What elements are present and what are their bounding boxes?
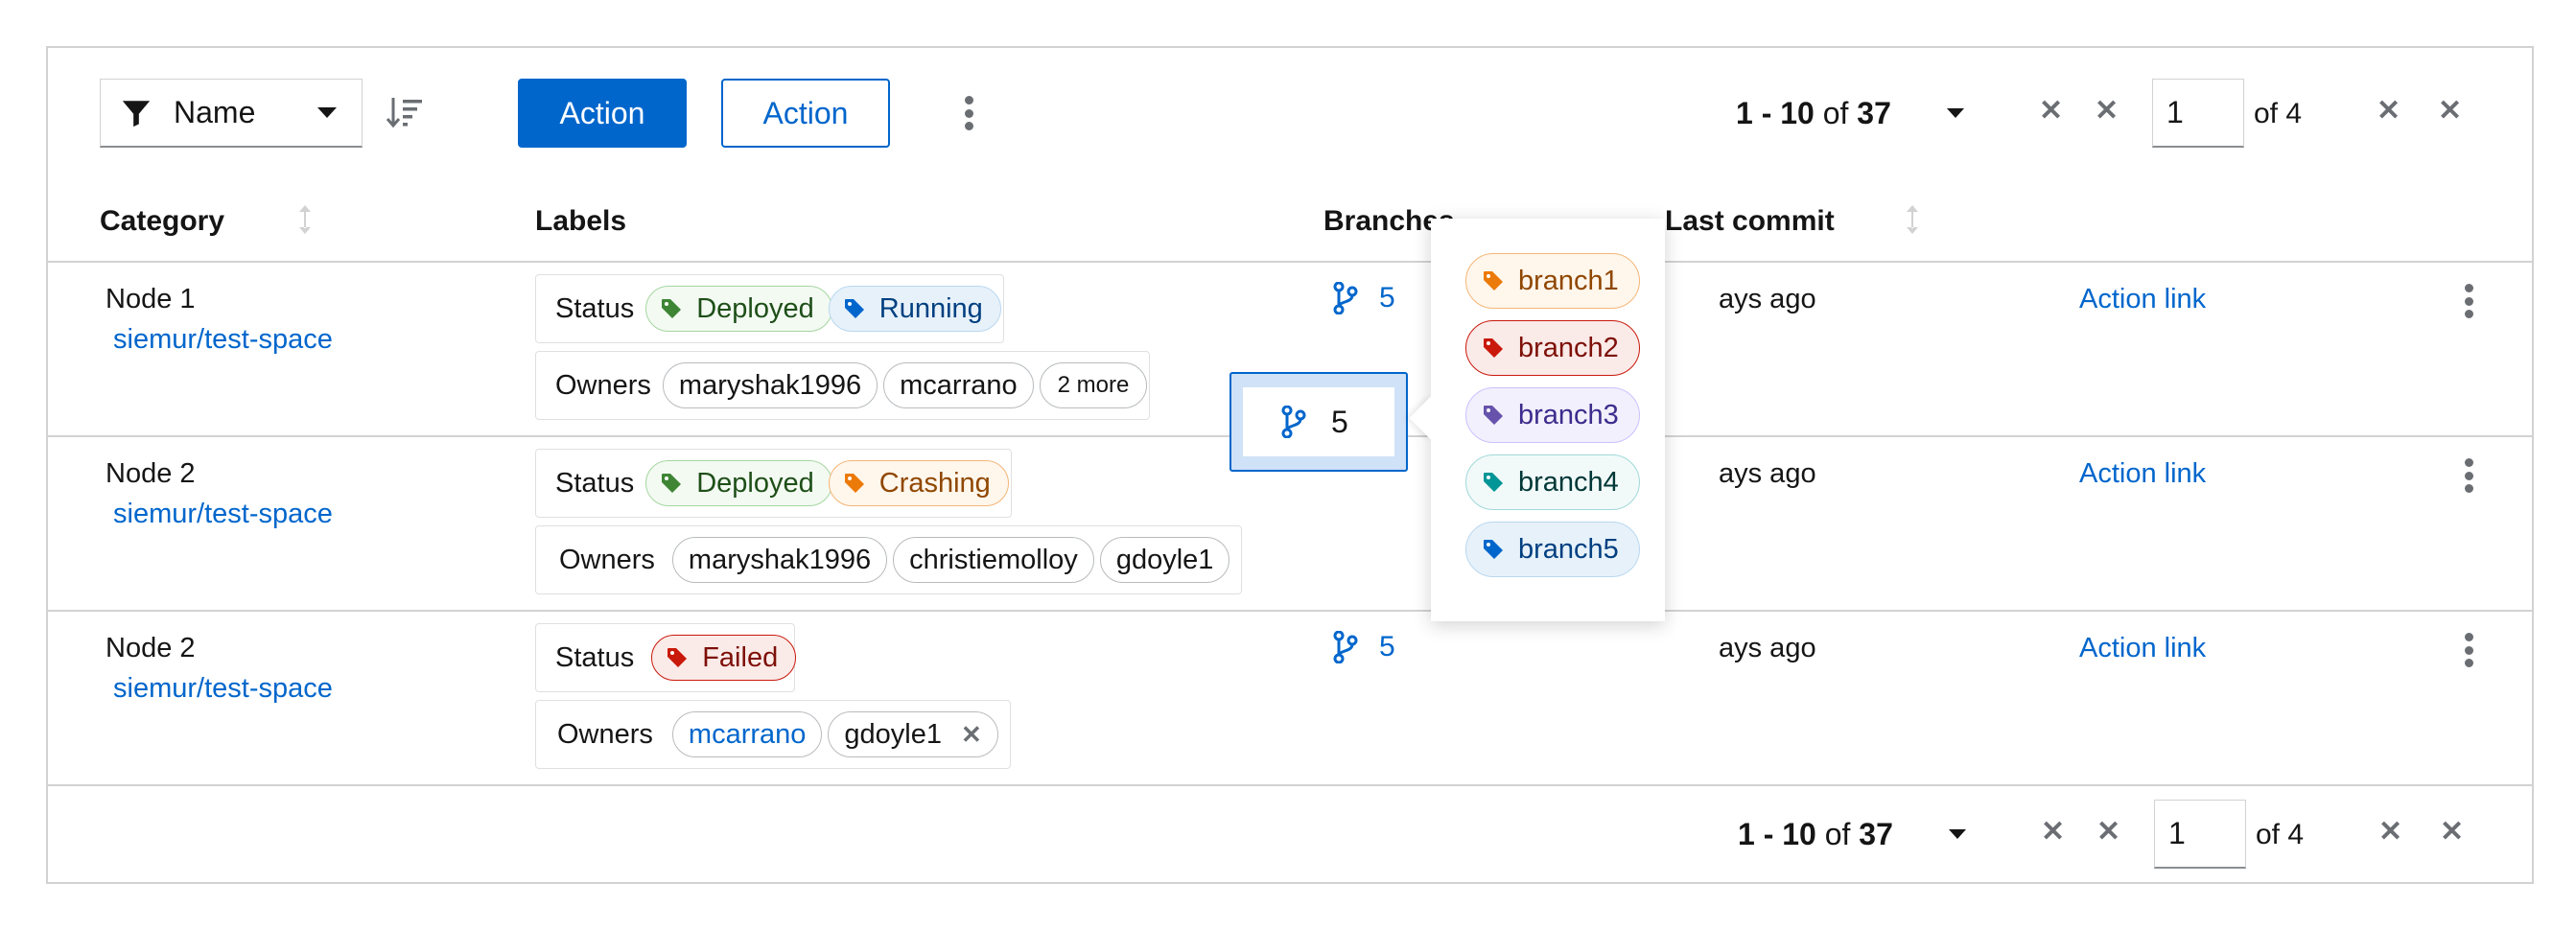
tag-icon xyxy=(662,474,682,493)
branches-button[interactable]: 5 xyxy=(1333,631,1395,663)
pagination-range[interactable]: 1 - 10 of 37 xyxy=(1736,95,1891,130)
last-page-icon[interactable]: ✕ xyxy=(2438,95,2463,127)
action-link[interactable]: Action link xyxy=(2079,284,2207,314)
label-crashing[interactable]: Crashing xyxy=(828,460,1009,506)
first-page-icon[interactable]: ✕ xyxy=(2041,816,2066,848)
next-page-icon[interactable]: ✕ xyxy=(2378,816,2403,848)
previous-page-icon[interactable]: ✕ xyxy=(2095,95,2119,127)
owners-label-group: Owners mcarrano gdoyle1✕ xyxy=(535,700,1011,769)
owners-label-group: Owners maryshak1996 christiemolloy gdoyl… xyxy=(535,525,1243,594)
column-header-last-commit[interactable]: Last commit xyxy=(1665,205,1835,237)
tag-icon xyxy=(1484,406,1503,425)
label-failed[interactable]: Failed xyxy=(651,635,797,681)
repo-link[interactable]: siemur/test-space xyxy=(113,499,333,529)
tag-icon xyxy=(1484,540,1503,559)
owner-chip[interactable]: maryshak1996 xyxy=(662,362,878,408)
toolbar: Name Action Action 1 - 10 of 37 ✕ ✕ 1 of… xyxy=(48,48,2532,174)
owner-chip[interactable]: christiemolloy xyxy=(893,537,1094,583)
last-commit: ays ago xyxy=(1719,633,1816,663)
action-button-primary[interactable]: Action xyxy=(518,79,687,148)
sort-amount-down-icon[interactable] xyxy=(386,96,424,130)
branches-button[interactable]: 5 xyxy=(1333,282,1395,314)
row-kebab-icon[interactable] xyxy=(2463,458,2474,493)
caret-down-icon[interactable] xyxy=(1948,829,1966,839)
tag-icon xyxy=(662,299,682,318)
label-deployed[interactable]: Deployed xyxy=(645,286,832,332)
row-name: Node 1 xyxy=(105,284,196,314)
status-label-group: Status Deployed Crashing xyxy=(535,449,1012,518)
branch-label[interactable]: branch1 xyxy=(1465,253,1640,309)
pagination-bottom: 1 - 10 of 37 xyxy=(1738,800,1966,869)
page-count: of 4 xyxy=(2256,819,2305,850)
caret-down-icon[interactable] xyxy=(1946,108,1964,118)
next-page-icon[interactable]: ✕ xyxy=(2377,95,2401,127)
branch-label[interactable]: branch4 xyxy=(1465,454,1640,510)
code-branch-icon xyxy=(1333,631,1358,663)
code-branch-icon xyxy=(1281,406,1306,438)
repo-link[interactable]: siemur/test-space xyxy=(113,673,333,704)
owner-chip[interactable]: maryshak1996 xyxy=(671,537,888,583)
first-page-icon[interactable]: ✕ xyxy=(2039,95,2064,127)
repo-link[interactable]: siemur/test-space xyxy=(113,324,333,355)
row-kebab-icon[interactable] xyxy=(2463,633,2474,667)
status-label-group: Status Failed xyxy=(535,623,797,692)
page-input[interactable]: 1 xyxy=(2154,800,2246,869)
tag-icon xyxy=(844,474,864,493)
tag-icon xyxy=(667,648,688,667)
last-commit: ays ago xyxy=(1719,458,1816,489)
branch-label[interactable]: branch2 xyxy=(1465,320,1640,376)
filter-label: Name xyxy=(174,95,256,129)
branches-popover: branch1 branch2 branch3 branch4 branch5 xyxy=(1409,219,1665,621)
branches-button-active[interactable]: 5 xyxy=(1229,372,1408,472)
row-name: Node 2 xyxy=(105,458,196,489)
action-button-secondary[interactable]: Action xyxy=(721,79,890,148)
filter-dropdown[interactable]: Name xyxy=(100,79,363,148)
owner-chip[interactable]: gdoyle1 xyxy=(1099,537,1230,583)
action-link[interactable]: Action link xyxy=(2079,458,2207,489)
pagination-top: 1 - 10 of 37 xyxy=(1736,79,1964,148)
owner-chip[interactable]: mcarrano xyxy=(671,711,823,757)
caret-down-icon xyxy=(317,107,337,118)
divider xyxy=(48,610,2532,612)
code-branch-icon xyxy=(1333,282,1358,314)
action-link[interactable]: Action link xyxy=(2079,633,2207,663)
toolbar-kebab-icon[interactable] xyxy=(963,96,974,130)
table-panel: Name Action Action 1 - 10 of 37 ✕ ✕ 1 of… xyxy=(46,46,2534,884)
row-kebab-icon[interactable] xyxy=(2463,284,2474,318)
branch-label[interactable]: branch3 xyxy=(1465,387,1640,443)
page-count: of 4 xyxy=(2254,98,2303,129)
divider xyxy=(48,261,2532,263)
pagination-range[interactable]: 1 - 10 of 37 xyxy=(1738,816,1893,851)
tag-icon xyxy=(1484,271,1503,291)
sort-icon[interactable] xyxy=(1905,203,1920,236)
status-label-group: Status Deployed Running xyxy=(535,274,1004,343)
divider xyxy=(48,784,2532,786)
label-deployed[interactable]: Deployed xyxy=(645,460,832,506)
tag-icon xyxy=(1484,473,1503,492)
column-header-labels: Labels xyxy=(535,205,627,237)
row-name: Node 2 xyxy=(105,633,196,663)
owner-chip[interactable]: mcarrano xyxy=(883,362,1034,408)
page-input[interactable]: 1 xyxy=(2152,79,2244,148)
owners-label-group: Owners maryshak1996 mcarrano 2 more xyxy=(535,351,1151,420)
sort-icon[interactable] xyxy=(297,203,313,236)
filter-icon xyxy=(122,100,151,127)
close-icon[interactable]: ✕ xyxy=(961,719,982,749)
last-page-icon[interactable]: ✕ xyxy=(2440,816,2465,848)
tag-icon xyxy=(844,299,864,318)
branch-label[interactable]: branch5 xyxy=(1465,522,1640,577)
tag-icon xyxy=(1484,338,1503,358)
previous-page-icon[interactable]: ✕ xyxy=(2096,816,2121,848)
label-running[interactable]: Running xyxy=(828,286,1001,332)
last-commit: ays ago xyxy=(1719,284,1816,314)
more-button[interactable]: 2 more xyxy=(1039,362,1148,408)
column-header-category[interactable]: Category xyxy=(100,205,225,237)
owner-chip-removable[interactable]: gdoyle1✕ xyxy=(828,711,998,757)
